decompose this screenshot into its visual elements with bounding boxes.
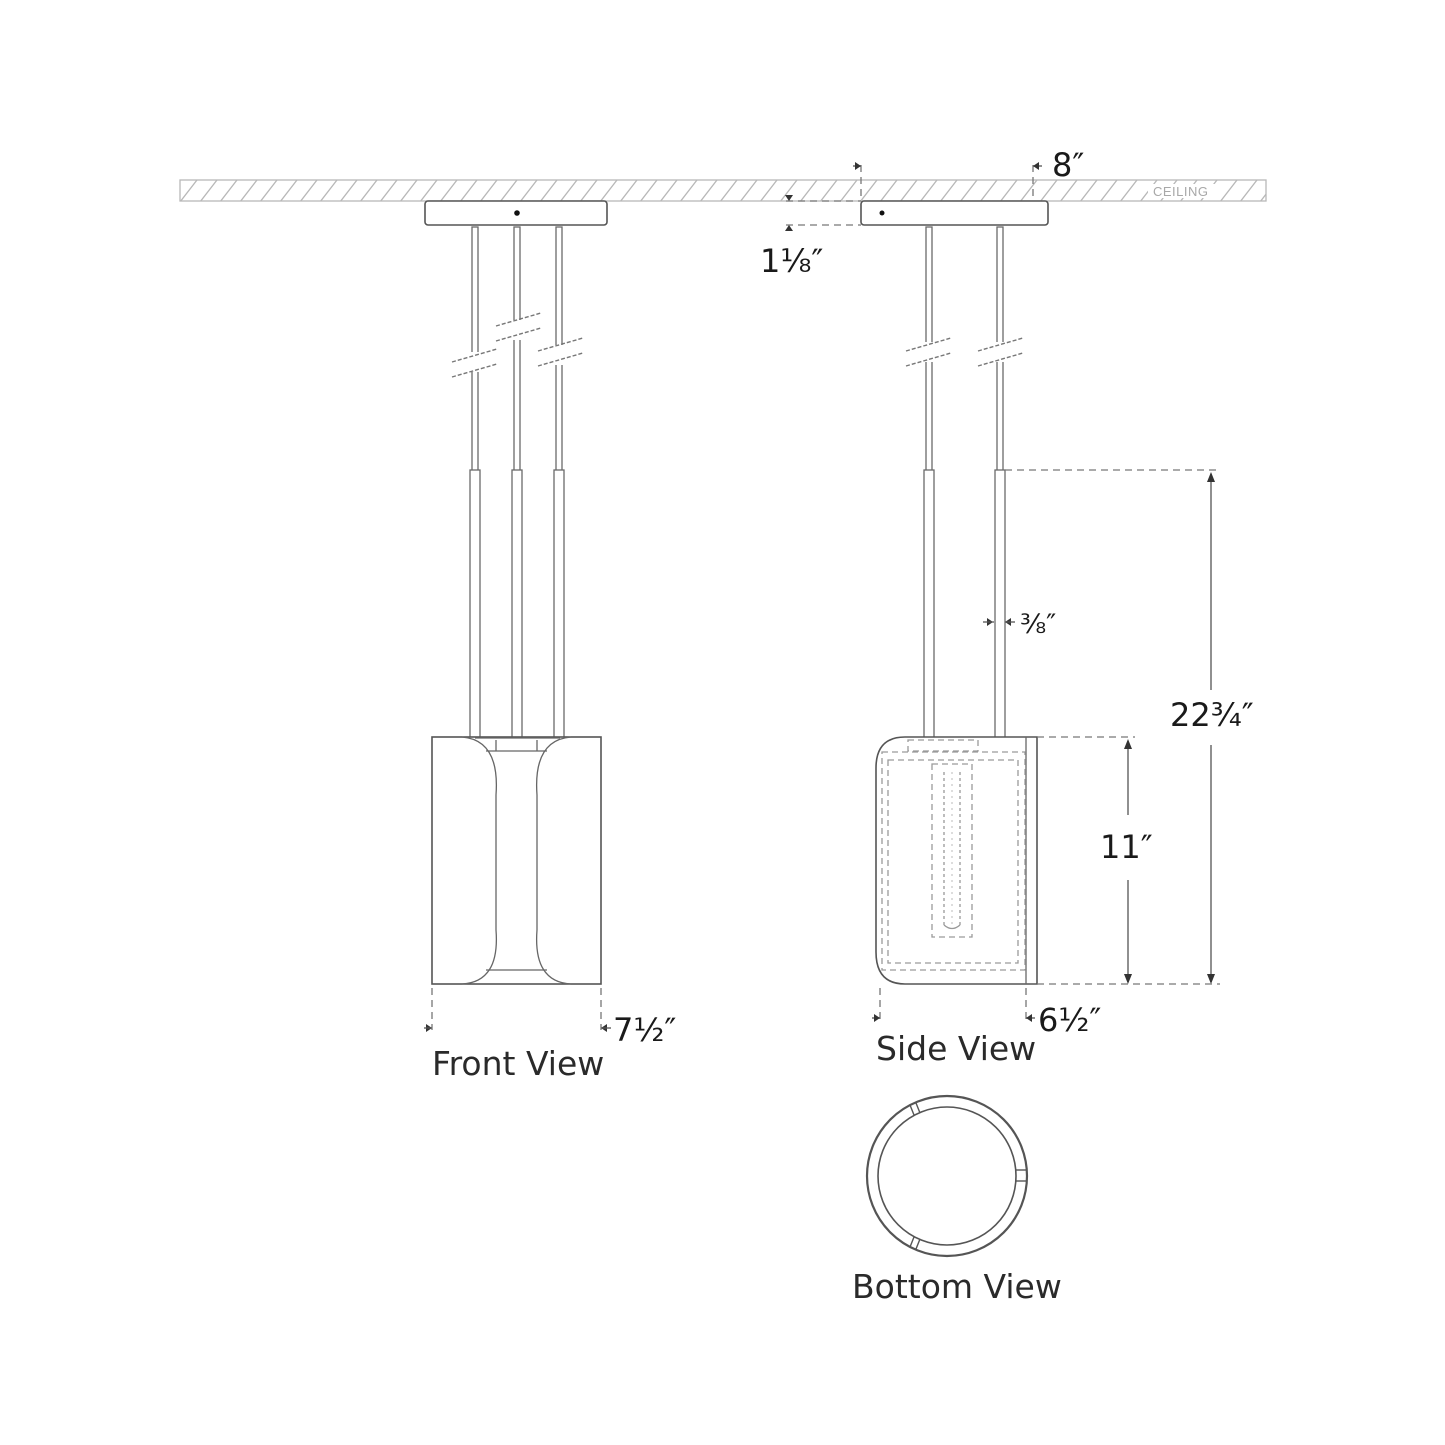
- overall-height-dimension: 22¾″: [1170, 696, 1254, 734]
- front-shade: [431, 736, 602, 985]
- side-shade: [875, 736, 1038, 985]
- front-view-label: Front View: [432, 1044, 604, 1083]
- side-view: 8″ 1⅛″ ⅜″: [760, 146, 1254, 1068]
- ceiling: CEILING: [179, 179, 1267, 202]
- rod-diameter-dimension: ⅜″: [1020, 609, 1056, 640]
- ceiling-label: CEILING: [1153, 184, 1209, 199]
- side-canopy: [860, 200, 1049, 226]
- side-width-dimension: 6½″: [1038, 1001, 1101, 1039]
- led-strip: [943, 772, 961, 930]
- side-view-label: Side View: [876, 1029, 1036, 1068]
- bottom-view-label: Bottom View: [852, 1267, 1062, 1306]
- canopy-screw-icon: [514, 210, 520, 216]
- bottom-view: Bottom View: [852, 1094, 1062, 1306]
- length-break-marks: [451, 312, 584, 378]
- front-width-dimension: 7½″: [613, 1011, 676, 1049]
- front-view: 7½″ Front View: [424, 200, 676, 1083]
- shade-height-dimension: 11″: [1100, 828, 1153, 866]
- canopy-width-dimension: 8″: [1052, 146, 1084, 184]
- canopy-height-dimension: 1⅛″: [760, 242, 823, 280]
